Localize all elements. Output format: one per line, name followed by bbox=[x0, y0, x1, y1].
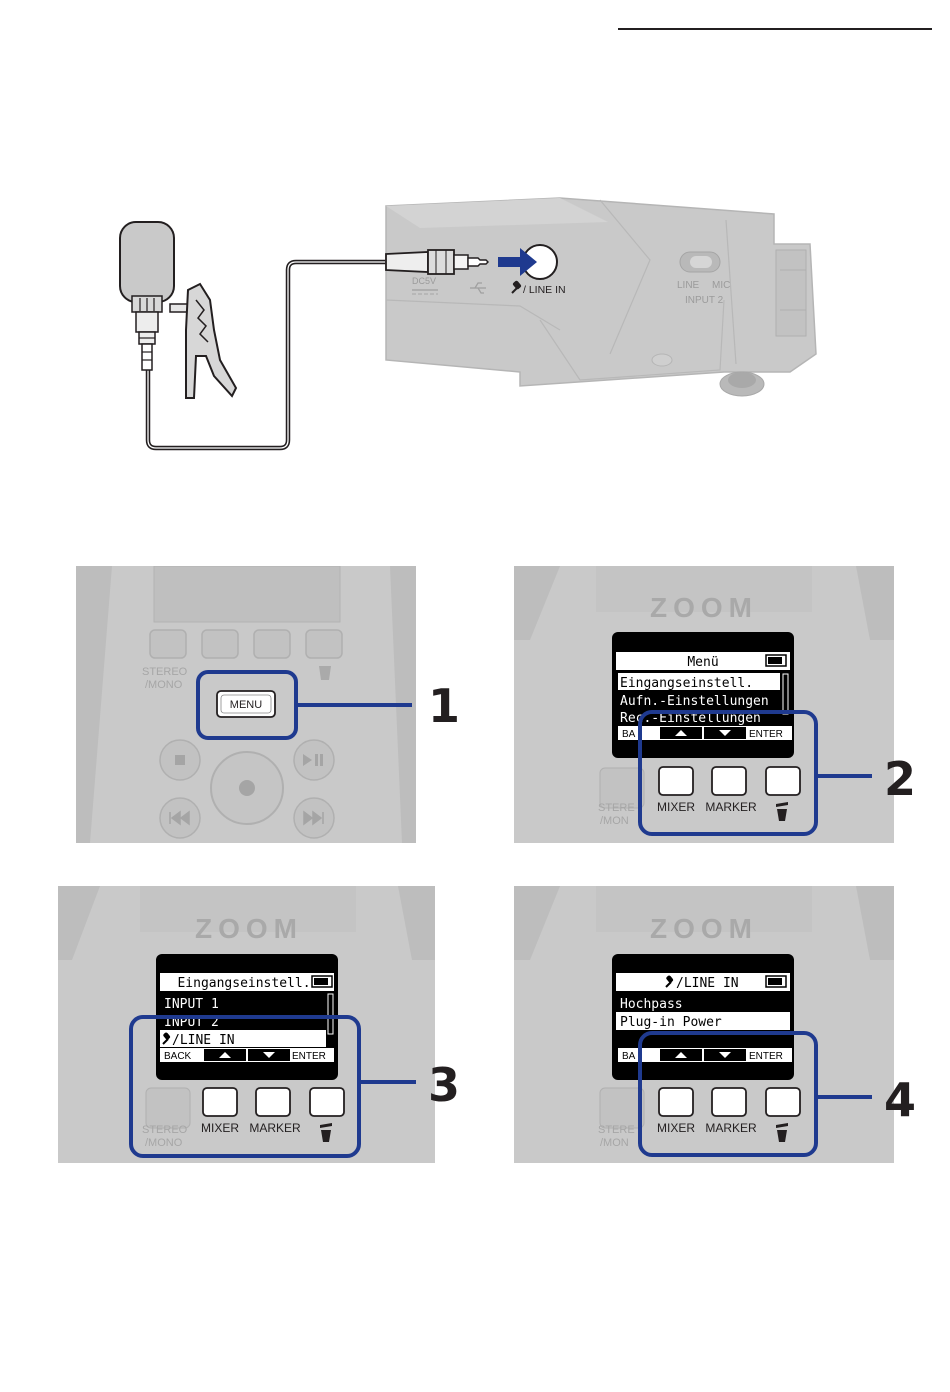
softkey-down-icon bbox=[719, 1052, 731, 1058]
tie-clip-icon bbox=[169, 282, 238, 399]
zoom-logo: ZOOM bbox=[650, 913, 758, 944]
mono-short-label: /MON bbox=[600, 1137, 629, 1149]
menu-item-1[interactable]: INPUT 1 bbox=[164, 997, 219, 1012]
switch-line-label: LINE bbox=[677, 280, 700, 291]
mono-label: /MONO bbox=[145, 1137, 183, 1149]
mixer-label: MIXER bbox=[657, 800, 695, 814]
marker-label: MARKER bbox=[705, 1121, 757, 1135]
softkey-up-icon bbox=[675, 1052, 687, 1058]
battery-icon bbox=[765, 654, 787, 667]
screen-title: /LINE IN bbox=[676, 976, 739, 991]
mic-cable bbox=[145, 259, 388, 451]
softkey3-button[interactable] bbox=[309, 1087, 345, 1117]
menu-button[interactable] bbox=[216, 690, 276, 718]
step1-number: 1 bbox=[428, 679, 460, 733]
stereo-short-label: STERE bbox=[598, 802, 635, 814]
softkey1-button[interactable] bbox=[658, 766, 694, 796]
softkey-enter: ENTER bbox=[749, 1051, 783, 1062]
step4-highlight bbox=[638, 1031, 818, 1157]
mic-symbol-icon bbox=[665, 975, 674, 988]
fast-forward-icon bbox=[303, 810, 324, 826]
step4-number: 4 bbox=[884, 1073, 916, 1127]
softkey2-button[interactable] bbox=[711, 1087, 747, 1117]
softkey-enter: ENTER bbox=[749, 729, 783, 740]
menu-item-2[interactable]: Aufn.-Einstellungen bbox=[620, 694, 769, 709]
trash-icon bbox=[319, 666, 331, 680]
marker-label: MARKER bbox=[249, 1121, 301, 1135]
stereo-short-label: STERE bbox=[598, 1124, 635, 1136]
connection-diagram: LINE MIC INPUT 2 DC5V bbox=[119, 197, 817, 451]
softkey-enter: ENTER bbox=[292, 1051, 326, 1062]
menu-item-1[interactable]: Eingangseinstell. bbox=[620, 676, 753, 691]
switch-mic-label: MIC bbox=[712, 280, 730, 291]
input2-label: INPUT 2 bbox=[685, 295, 724, 306]
softkey1-button[interactable] bbox=[658, 1087, 694, 1117]
screen-title: Menü bbox=[687, 655, 718, 670]
play-pause-button[interactable] bbox=[293, 739, 335, 781]
step3-number: 3 bbox=[428, 1058, 460, 1112]
mic-symbol-icon bbox=[162, 1032, 171, 1045]
line-in-jack-label: / LINE IN bbox=[523, 284, 566, 296]
delete-button[interactable] bbox=[305, 629, 343, 659]
battery-icon bbox=[311, 975, 333, 988]
recorder-side-view: LINE MIC INPUT 2 DC5V bbox=[385, 197, 817, 397]
mini-plug-icon bbox=[385, 249, 489, 275]
softkey2-button[interactable] bbox=[255, 1087, 291, 1117]
lavalier-mic-icon bbox=[119, 221, 175, 371]
dc5v-label: DC5V bbox=[412, 276, 436, 286]
stereo-label: STEREO bbox=[142, 1124, 188, 1136]
softkey2-button[interactable] bbox=[711, 766, 747, 796]
mic-symbol-icon bbox=[511, 280, 522, 294]
mixer-button[interactable] bbox=[201, 629, 239, 659]
softkey-up-icon bbox=[675, 730, 687, 736]
step2-panel: ZOOM STERE /MON Menü Eingangseinstell. A… bbox=[514, 566, 916, 843]
mono-short-label: /MON bbox=[600, 815, 629, 827]
trash-icon bbox=[776, 1123, 788, 1142]
step4-panel: ZOOM STERE /MON /LINE IN Hochpass Plug-i… bbox=[514, 886, 916, 1163]
mono-label: /MONO bbox=[145, 679, 183, 691]
marker-label: MARKER bbox=[705, 800, 757, 814]
usb-icon bbox=[470, 282, 486, 294]
battery-icon bbox=[765, 975, 787, 988]
rewind-icon bbox=[169, 810, 190, 826]
trash-icon bbox=[776, 802, 788, 821]
mixer-label: MIXER bbox=[657, 1121, 695, 1135]
zoom-logo: ZOOM bbox=[195, 913, 303, 944]
trash-icon bbox=[320, 1123, 332, 1142]
softkey-up-icon bbox=[219, 1052, 231, 1058]
zoom-logo: ZOOM bbox=[650, 592, 758, 623]
menu-item-1[interactable]: Hochpass bbox=[620, 997, 683, 1012]
softkey3-button[interactable] bbox=[765, 766, 801, 796]
play-pause-icon bbox=[303, 754, 323, 766]
menu-button-label: MENU bbox=[230, 699, 262, 711]
menu-item-2[interactable]: Plug-in Power bbox=[620, 1015, 722, 1030]
softkey-back-short: BA bbox=[622, 1051, 636, 1062]
menu-item-3[interactable]: /LINE IN bbox=[172, 1033, 235, 1048]
softkey-down-icon bbox=[263, 1052, 275, 1058]
stereo-mono-button[interactable] bbox=[149, 629, 187, 659]
softkey-back-short: BA bbox=[622, 729, 636, 740]
softkey1-button[interactable] bbox=[202, 1087, 238, 1117]
mixer-label: MIXER bbox=[201, 1121, 239, 1135]
step3-highlight bbox=[129, 1015, 361, 1158]
stereo-label: STEREO bbox=[142, 666, 188, 678]
step2-number: 2 bbox=[884, 752, 916, 806]
softkey-down-icon bbox=[719, 730, 731, 736]
step3-panel: ZOOM Eingangseinstell. INPUT 1 INPUT 2 /… bbox=[58, 886, 460, 1163]
step2-highlight bbox=[638, 710, 818, 836]
marker-button[interactable] bbox=[253, 629, 291, 659]
softkey3-button[interactable] bbox=[765, 1087, 801, 1117]
softkey-back: BACK bbox=[164, 1051, 192, 1062]
step1-panel: STEREO /MONO MENU 1 bbox=[76, 566, 460, 843]
menu-item-3[interactable]: Rec.-Einstellungen bbox=[620, 711, 761, 726]
stop-icon bbox=[175, 755, 185, 765]
screen-title: Eingangseinstell. bbox=[177, 976, 310, 991]
insert-arrow-icon bbox=[498, 248, 537, 276]
